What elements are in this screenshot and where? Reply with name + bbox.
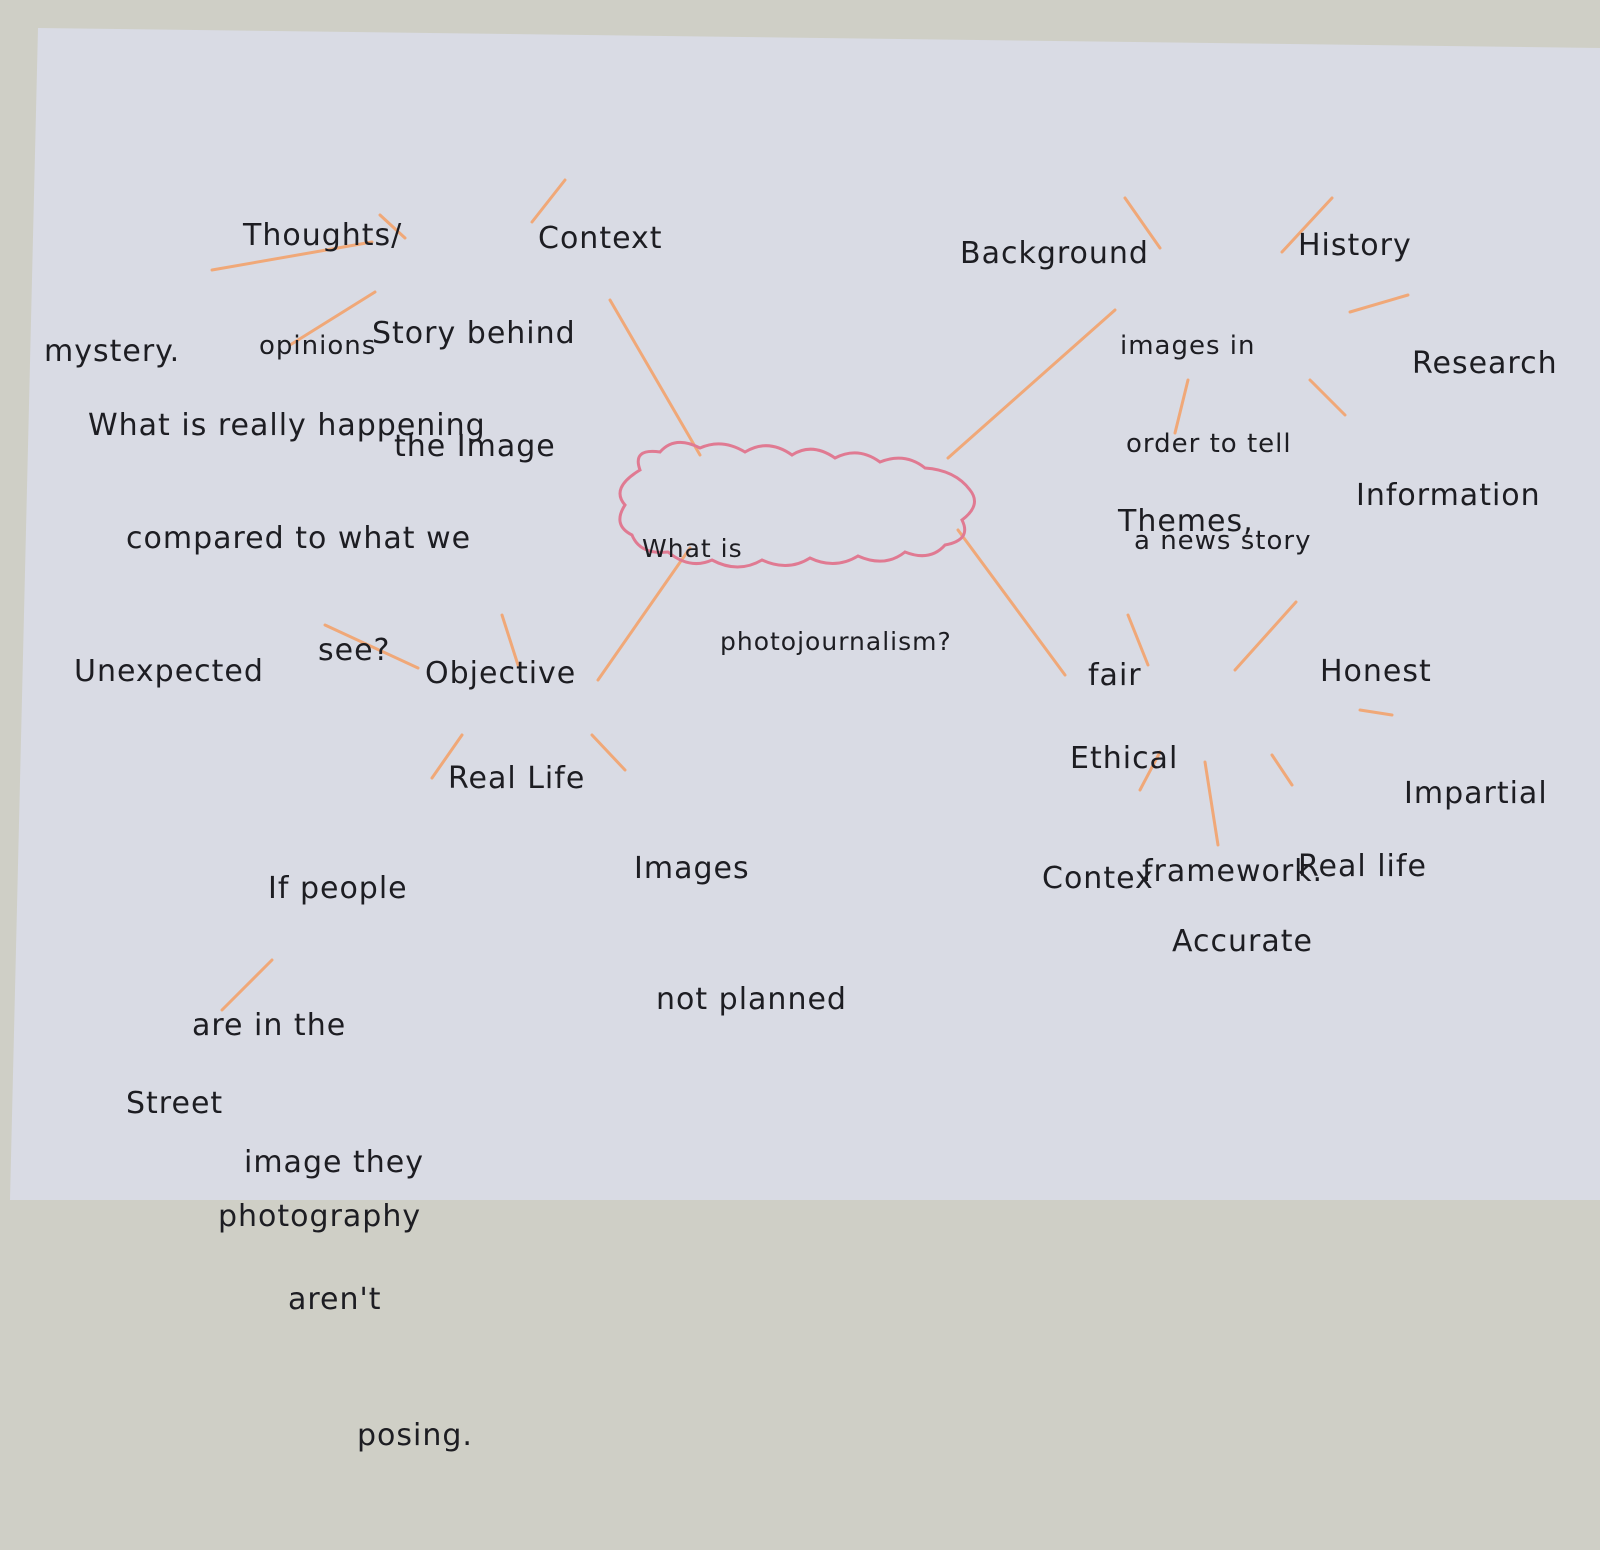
node-ethical-line-2: framework.	[1142, 853, 1324, 889]
connector-lines	[210, 178, 1410, 1012]
connector-center-story	[608, 298, 702, 457]
connector-news-information	[1308, 378, 1347, 417]
node-posing-line-3: image they	[244, 1144, 424, 1180]
node-unexpected-line-1: Unexpected	[74, 654, 264, 689]
node-street-line-2: photography	[218, 1198, 422, 1234]
connector-reallife-unexpected	[323, 623, 420, 670]
node-objective: Objective	[425, 580, 576, 768]
node-honest: Honest	[1320, 578, 1432, 766]
center-topic-line-1: What is	[642, 533, 743, 563]
node-street-line-1: Street	[126, 1086, 224, 1121]
node-images-news-story: images in order to tell a news story	[1120, 265, 1311, 623]
node-ethical-line-1: Ethical	[1070, 741, 1179, 776]
node-ethical-framework: Ethical framework.	[1070, 665, 1323, 965]
node-thoughts-line-1: Thoughts/	[243, 218, 403, 253]
node-really-line-1: What is really happening	[88, 408, 486, 443]
connector-reallife-posing	[430, 733, 464, 780]
connector-ethical-reallife2	[1270, 753, 1294, 787]
node-fair: fair	[1088, 582, 1142, 770]
node-information: Information	[1356, 402, 1541, 590]
node-mystery-line-1: mystery.	[44, 334, 181, 369]
node-really-line-2: compared to what we	[126, 520, 472, 556]
node-history-line-1: History	[1298, 228, 1412, 263]
connector-story-thoughts	[378, 213, 407, 240]
node-history: History	[1298, 152, 1412, 340]
node-posing-line-2: are in the	[192, 1007, 347, 1043]
connector-ethical-accurate	[1203, 760, 1220, 847]
node-story-behind-image: Story behind the Image	[372, 240, 576, 540]
connector-center-reallife	[596, 546, 692, 682]
connector-news-history	[1280, 196, 1334, 254]
node-story-line-1: Story behind	[372, 316, 576, 351]
connector-story-mystery	[210, 240, 374, 272]
node-reallife-line-1: Real Life	[448, 761, 586, 796]
node-unexpected: Unexpected	[74, 578, 264, 766]
center-topic-line-2: photojournalism?	[720, 627, 952, 657]
node-posing-line-1: If people	[268, 871, 408, 907]
node-images-not-planned: Images not planned	[634, 760, 847, 1108]
node-news-line-3: a news story	[1134, 526, 1312, 556]
node-honest-line-1: Honest	[1320, 654, 1432, 689]
node-street-photography: Street photography	[126, 1010, 421, 1310]
node-notplanned-line-2: not planned	[656, 981, 847, 1017]
connector-ethical-fair	[1126, 613, 1150, 667]
mind-map: What is photojournalism? Story behind th…	[10, 28, 1600, 1453]
node-themes-line-1: Themes,	[1118, 504, 1254, 539]
paper-sheet	[10, 28, 1600, 1200]
node-reallife2-line-1: Real life	[1298, 849, 1427, 884]
node-fair-line-1: fair	[1088, 658, 1142, 693]
center-topic: What is photojournalism?	[642, 470, 952, 720]
node-objective-line-1: Objective	[425, 656, 577, 691]
node-background-line-1: Background	[960, 236, 1149, 271]
connector-center-news	[946, 308, 1117, 460]
node-contex: Contex	[1042, 785, 1154, 973]
node-research-line-1: Research	[1412, 346, 1558, 381]
node-really-line-3: see?	[318, 633, 391, 668]
node-themes: Themes,	[1118, 428, 1254, 616]
connector-story-context	[530, 178, 567, 224]
node-impartial-line-1: Impartial	[1404, 776, 1548, 811]
node-information-line-1: Information	[1356, 478, 1541, 513]
center-cloud-outline	[618, 440, 976, 569]
node-contex-line-1: Contex	[1042, 861, 1154, 896]
connector-posing-street	[220, 958, 274, 1012]
node-background: Background	[960, 160, 1149, 348]
node-posing-line-5: posing.	[357, 1418, 473, 1454]
connector-reallife-objective	[500, 613, 520, 667]
node-what-is-really-happening: What is really happening compared to wha…	[88, 332, 486, 745]
connector-news-themes	[1173, 378, 1190, 435]
node-impartial: Impartial	[1404, 700, 1548, 888]
connector-ethical-contex	[1138, 750, 1162, 792]
node-real-life: Real Life	[448, 685, 585, 873]
connector-center-ethical	[956, 528, 1067, 677]
node-research: Research	[1412, 270, 1558, 458]
connector-story-really	[288, 290, 377, 347]
node-news-line-1: images in	[1120, 331, 1256, 361]
node-accurate: Accurate	[1172, 848, 1313, 1036]
connector-reallife-notplanned	[590, 733, 627, 772]
node-mystery: mystery.	[44, 258, 180, 446]
connector-ethical-impartial	[1358, 708, 1394, 717]
node-notplanned-line-1: Images	[634, 851, 750, 886]
node-real-life-ethical: Real life	[1298, 773, 1427, 961]
connector-ethical-honest	[1233, 600, 1298, 672]
node-story-line-2: the Image	[394, 428, 556, 464]
connector-news-background	[1123, 196, 1162, 250]
node-thoughts-line-2: opinions	[259, 330, 377, 361]
node-context-line-1: Context	[538, 221, 663, 256]
node-news-line-2: order to tell	[1126, 428, 1292, 459]
paper-background	[10, 28, 1600, 1200]
connector-news-research	[1348, 293, 1410, 314]
node-thoughts-opinions: Thoughts/ opinions	[243, 142, 402, 437]
node-context: Context	[538, 145, 663, 333]
node-accurate-line-1: Accurate	[1172, 924, 1313, 959]
